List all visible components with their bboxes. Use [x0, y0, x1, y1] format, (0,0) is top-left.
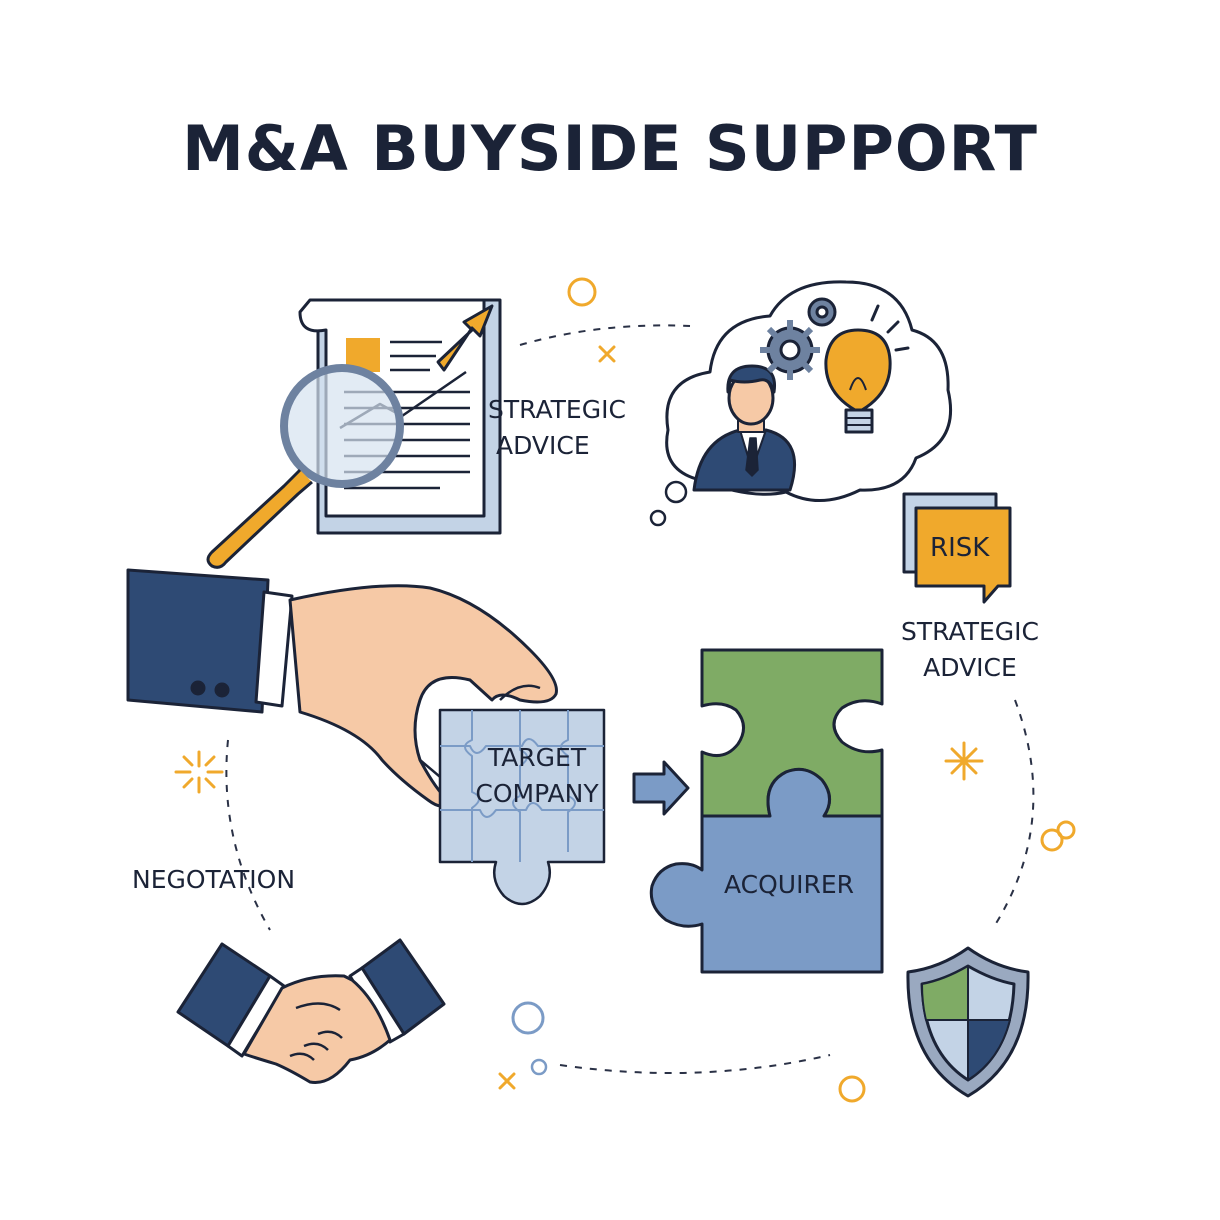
risk-label: RISK	[930, 533, 990, 563]
gear-icon	[760, 297, 837, 380]
risk-speech-bubble	[902, 492, 1012, 604]
target-puzzle-piece	[438, 708, 606, 906]
strategic-advice-right-line-1: STRATEGIC	[901, 617, 1039, 646]
target-label-line-2: COMPANY	[475, 779, 599, 808]
shield-icon	[906, 946, 1030, 1098]
negotation-label: NEGOTATION	[132, 865, 296, 894]
target-label-line-1: TARGET	[487, 743, 587, 772]
strategic-advice-line-1: STRATEGIC	[488, 395, 626, 424]
report-magnifier-icon	[206, 298, 502, 569]
page-title: M&A BUYSIDE SUPPORT	[182, 112, 1038, 185]
strategic-advice-label-right: STRATEGIC ADVICE	[890, 614, 1050, 686]
target-company-label: TARGET COMPANY	[462, 740, 612, 812]
arrow-right-icon	[632, 760, 690, 816]
businessman-icon	[692, 364, 797, 492]
strategic-advice-line-2: ADVICE	[496, 431, 590, 460]
hand-holding-piece-icon	[126, 568, 558, 808]
connector-dashed-path	[225, 324, 1035, 1074]
handshake-icon	[176, 938, 446, 1085]
strategic-advice-label-top: STRATEGIC ADVICE	[488, 392, 626, 464]
acquirer-puzzle	[649, 648, 884, 974]
thought-cloud-icon	[665, 280, 953, 502]
strategic-advice-right-line-2: ADVICE	[923, 653, 1017, 682]
decorative-sparkles	[174, 277, 1076, 1103]
lightbulb-icon	[824, 304, 910, 434]
acquirer-label: ACQUIRER	[724, 870, 855, 899]
